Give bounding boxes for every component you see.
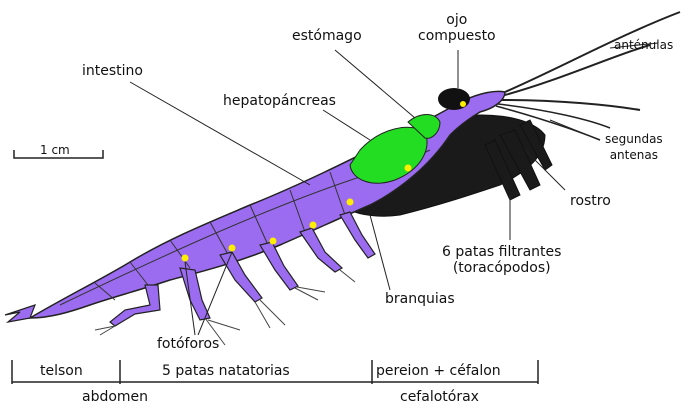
label-ojo: ojo xyxy=(418,12,496,28)
label-ojo-compuesto: ojo compuesto xyxy=(418,12,496,44)
segment-telson: telson xyxy=(40,363,83,379)
label-segundas-antenas: segundas antenas xyxy=(605,131,663,163)
label-patas-filtrantes-2: (toracópodos) xyxy=(442,260,561,276)
segment-patas-natatorias: 5 patas natatorias xyxy=(162,363,290,379)
eye-highlight xyxy=(460,101,466,107)
second-antenna-1 xyxy=(500,100,640,110)
label-antenulas: anténulas xyxy=(614,37,673,53)
label-intestino: intestino xyxy=(82,63,143,79)
label-patas-filtrantes: 6 patas filtrantes (toracópodos) xyxy=(442,244,561,276)
label-rostro: rostro xyxy=(570,193,611,209)
label-branquias: branquias xyxy=(385,291,455,307)
tail-fan xyxy=(5,305,35,322)
segment-abdomen: abdomen xyxy=(82,389,148,405)
label-scale: 1 cm xyxy=(40,142,70,158)
label-antenas: antenas xyxy=(605,147,663,163)
label-fotoforos: fotóforos xyxy=(157,336,219,352)
label-segundas: segundas xyxy=(605,131,663,147)
segment-cefalotorax: cefalotórax xyxy=(400,389,479,405)
label-compuesto: compuesto xyxy=(418,28,496,44)
segment-pereion-cefalon: pereion + céfalon xyxy=(376,363,501,379)
label-hepatopancreas: hepatopáncreas xyxy=(223,93,336,109)
compound-eye xyxy=(438,88,470,110)
label-patas-filtrantes-1: 6 patas filtrantes xyxy=(442,244,561,260)
label-estomago: estómago xyxy=(292,28,362,44)
